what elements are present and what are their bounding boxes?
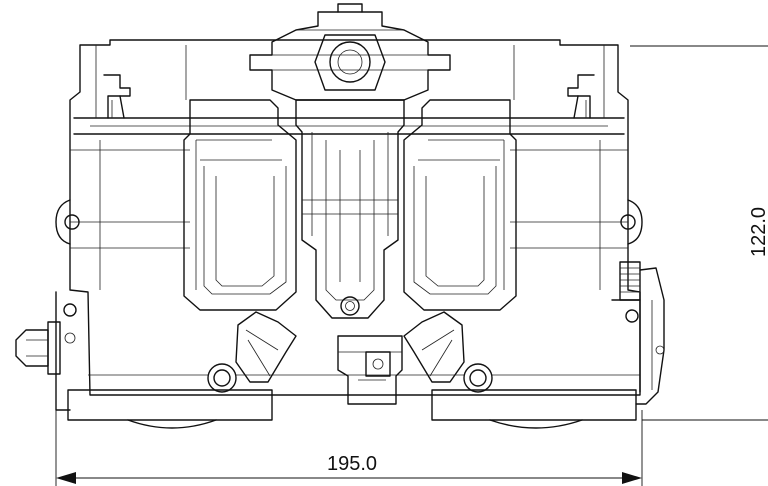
height-dimension: 122.0 (630, 45, 768, 421)
carburetor-body (69, 39, 641, 396)
left-inlet-fitting (15, 291, 77, 411)
width-dimension: 195.0 (55, 410, 643, 486)
width-arrow-right (622, 472, 642, 484)
left-lug (55, 199, 80, 245)
width-label: 195.0 (327, 453, 377, 475)
left-linkage (207, 311, 297, 393)
right-lug (620, 199, 643, 245)
right-top-bracket (567, 74, 595, 119)
height-label: 122.0 (748, 207, 768, 257)
left-top-bracket (103, 74, 131, 119)
right-choke-assembly (611, 261, 665, 405)
base-flange-right (431, 389, 637, 429)
base-flange-left (67, 389, 273, 429)
central-tower (295, 99, 405, 319)
left-barrel (183, 99, 297, 311)
right-barrel (403, 99, 517, 311)
width-arrow-left (56, 472, 76, 484)
top-cover (249, 3, 451, 101)
right-linkage (403, 311, 493, 393)
bottom-center-fitting (337, 335, 403, 405)
